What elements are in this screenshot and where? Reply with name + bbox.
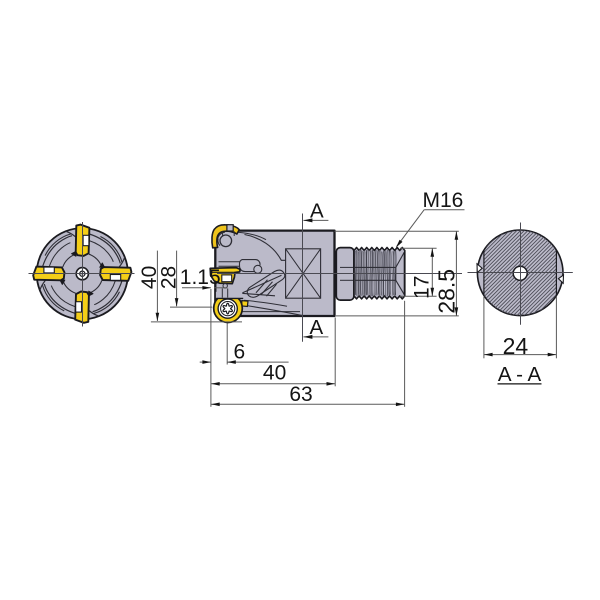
svg-text:A: A <box>309 316 323 339</box>
svg-text:40: 40 <box>138 266 161 289</box>
svg-text:28: 28 <box>157 266 180 289</box>
svg-text:28.5: 28.5 <box>433 269 459 314</box>
svg-text:1.15: 1.15 <box>180 266 221 289</box>
svg-text:A: A <box>310 199 324 222</box>
svg-text:6: 6 <box>233 341 245 364</box>
svg-text:A - A: A - A <box>498 363 542 386</box>
svg-text:17: 17 <box>411 276 434 299</box>
svg-text:M16: M16 <box>423 189 464 212</box>
svg-text:40: 40 <box>263 362 286 385</box>
svg-text:63: 63 <box>289 383 312 406</box>
svg-text:24: 24 <box>503 333 529 359</box>
